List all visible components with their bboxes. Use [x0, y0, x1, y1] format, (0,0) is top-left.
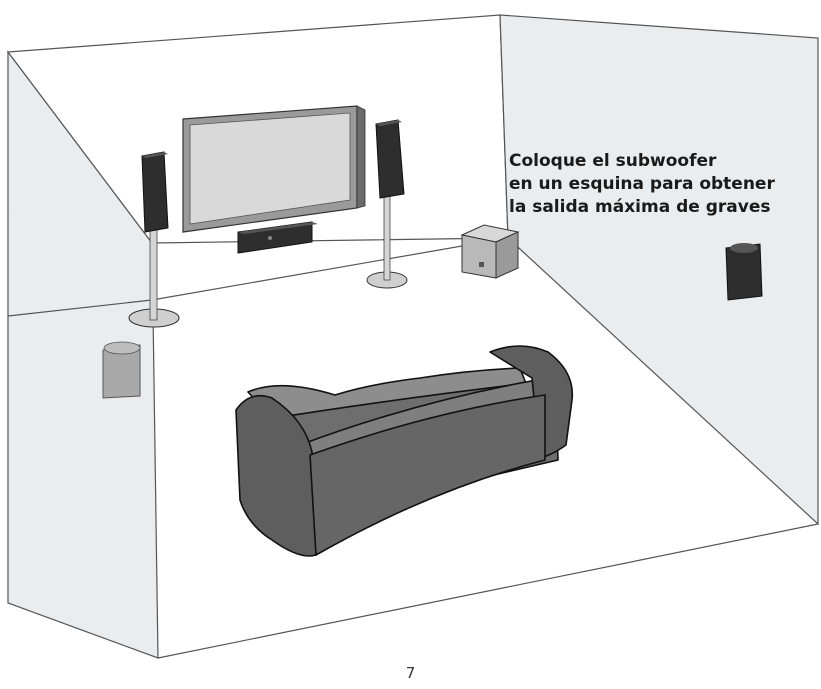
subwoofer-icon [460, 224, 520, 279]
tv-icon [182, 105, 366, 233]
front-speaker-icon [128, 151, 180, 328]
surround-speaker-icon-right [725, 243, 763, 301]
center-speaker-icon [237, 221, 318, 254]
subwoofer-placement-callout: Coloque el subwoofer en un esquina para … [509, 150, 809, 219]
sofa-icon [235, 345, 574, 557]
front-speaker-icon-right [366, 119, 408, 289]
floor-front-edge [157, 523, 819, 659]
floor-back-edge [151, 237, 509, 301]
page-number: 7 [405, 664, 416, 682]
floor-left-edge [7, 299, 153, 317]
callout-line-3: la salida máxima de graves [509, 197, 771, 217]
callout-line-2: en un esquina para obtener [509, 174, 775, 194]
surround-speaker-icon-left [102, 341, 141, 399]
callout-line-1: Coloque el subwoofer [509, 151, 717, 171]
